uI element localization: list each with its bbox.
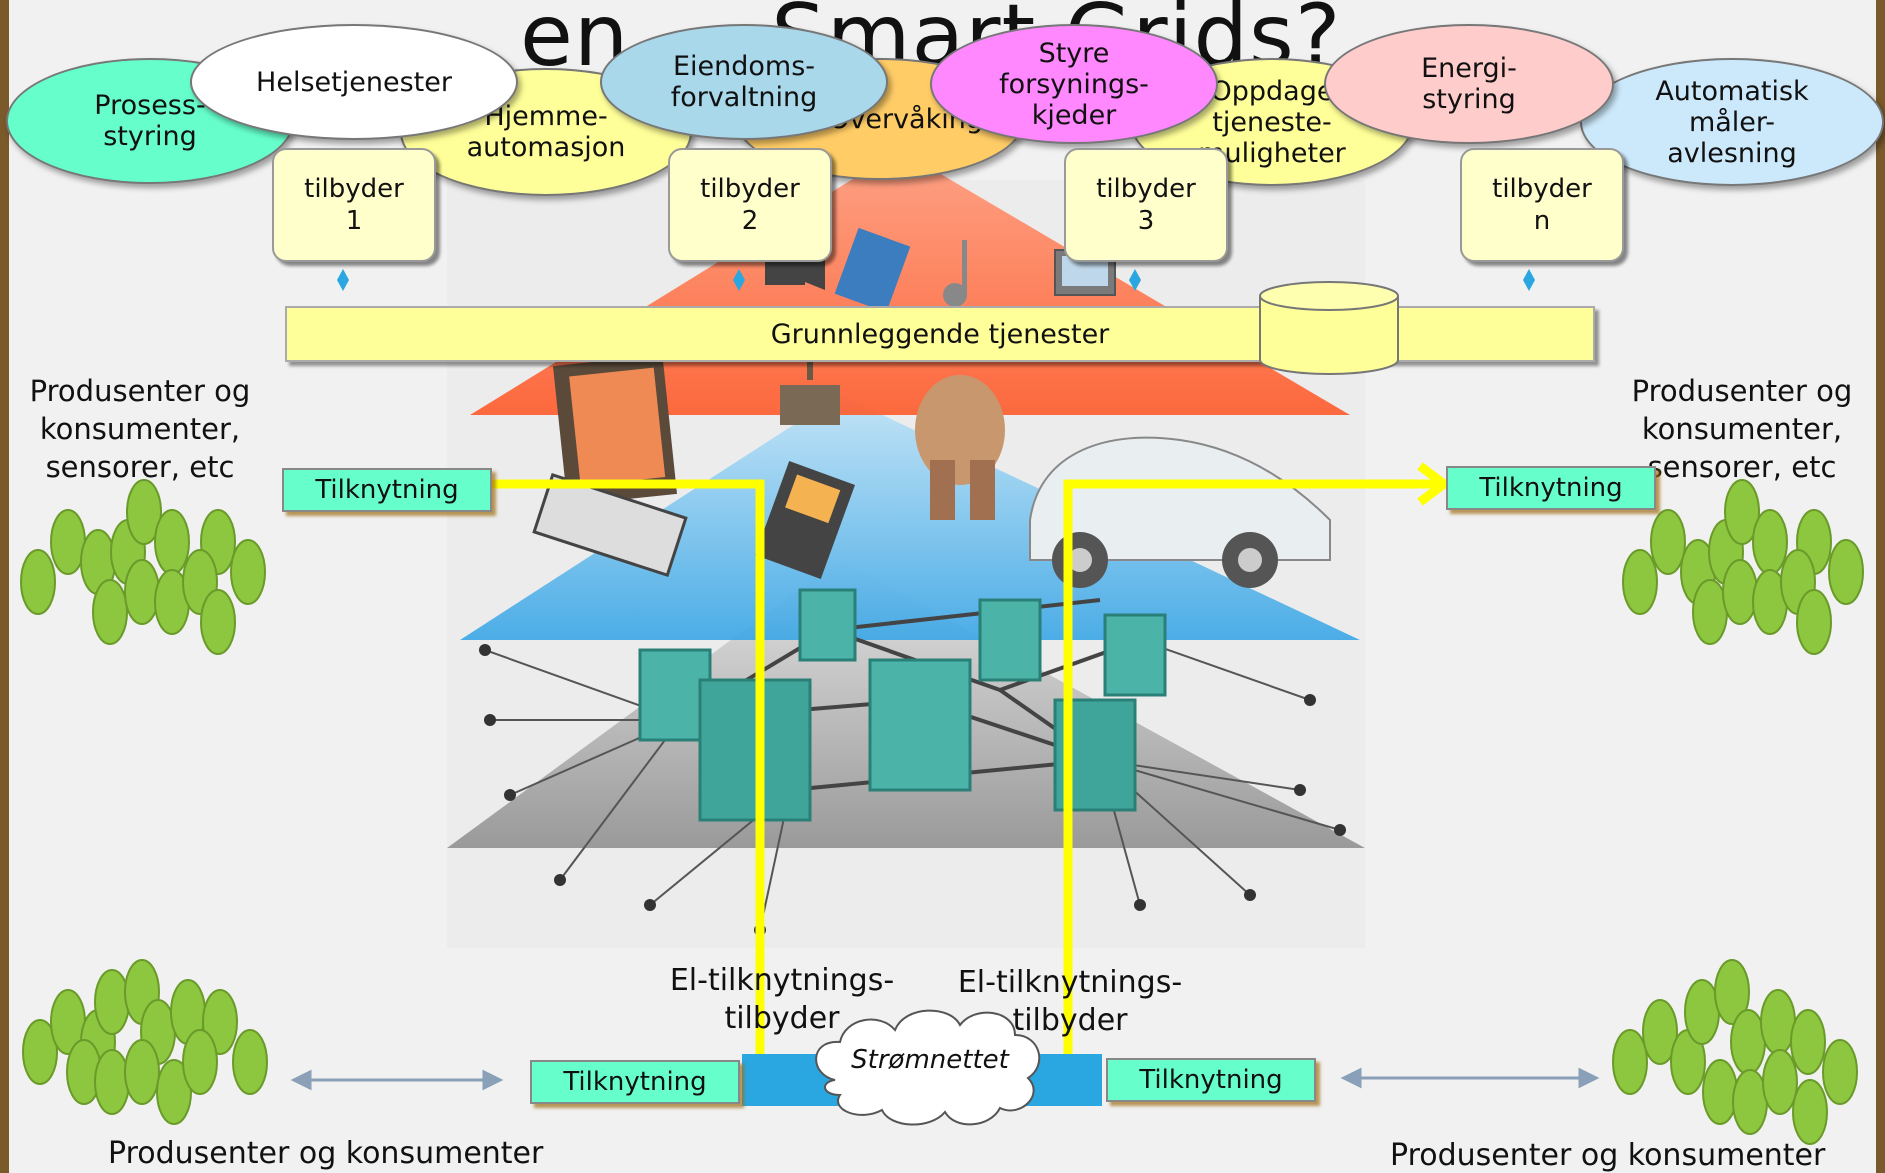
connector-diamond-icon [733,269,745,291]
provider-box-1: tilbyder 1 [272,148,436,262]
database-icon [1259,281,1399,375]
ellipse-helsetjenester: Helsetjenester [190,24,518,140]
connector-diamond-icon [337,269,349,291]
producers-consumers-bottom-left: Produsenter og konsumenter [108,1136,544,1171]
slide-frame-left [0,0,9,1173]
device-illustrations [532,330,1331,588]
ellipse-styre-forsyningskjeder: Styre forsynings- kjeder [930,24,1218,144]
connection-box-upper-right: Tilknytning [1446,466,1656,510]
producers-consumers-bottom-right: Produsenter og konsumenter [1390,1138,1826,1173]
slide-frame-right [1876,0,1885,1173]
ellipse-automatisk-maleravlesning: Automatisk måler- avlesning [1580,58,1884,186]
leaf-cluster-lower-left [22,959,268,1125]
server-boxes [638,588,1167,822]
grid-provider-right: El-tilknytnings- tilbyder [957,965,1183,1038]
cloud-icon [815,1009,1041,1126]
producers-consumers-sensors-right: Produsenter og konsumenter, sensorer, et… [1631,374,1853,484]
provider-box-n: tilbyder n [1460,148,1624,262]
bidirectional-arrows [290,1067,1600,1091]
leaf-cluster-lower-right [1612,959,1858,1145]
producers-consumers-sensors-left: Produsenter og konsumenter, sensorer, et… [29,374,251,484]
provider-box-2: tilbyder 2 [668,148,832,262]
connection-box-lower-left: Tilknytning [530,1060,740,1104]
ellipse-eiendomsforvaltning: Eiendoms- forvaltning [600,24,888,140]
connector-diamond-icon [1523,269,1535,291]
connection-path [490,462,1452,1070]
grid-provider-left: El-tilknytnings- tilbyder [669,963,895,1036]
leaf-cluster-upper-right [1622,479,1864,655]
device-layer [460,395,1360,640]
connector-diamond-icon [1129,269,1141,291]
connection-box-upper-left: Tilknytning [282,468,492,512]
ellipse-energistyring: Energi- styring [1324,24,1614,144]
power-grid-label: Strømnettet [851,1045,1009,1075]
connection-box-lower-right: Tilknytning [1106,1058,1316,1102]
leaf-cluster-upper-left [20,479,266,655]
provider-box-3: tilbyder 3 [1064,148,1228,262]
